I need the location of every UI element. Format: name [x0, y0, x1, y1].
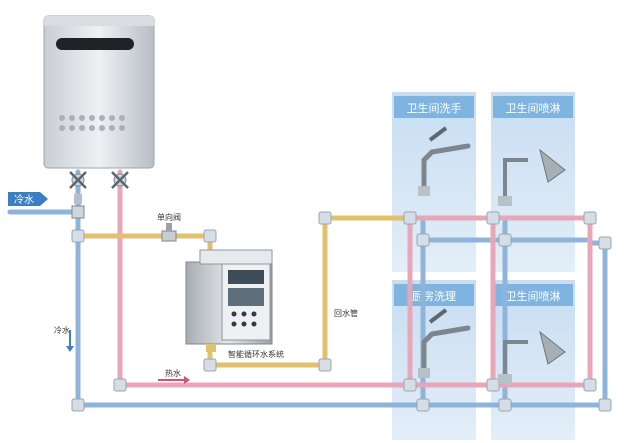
arrow-icon [158, 376, 190, 384]
room-label: 厨房洗理 [412, 290, 456, 303]
cold-water-inlet-label: 冷水 [14, 193, 34, 206]
faucet-icon [418, 126, 471, 196]
room-label-bg [394, 96, 474, 118]
room-label-bg [394, 284, 474, 306]
room-label-bg [493, 284, 573, 306]
check-valve [161, 223, 177, 242]
room-panel-bathroom-wash: 卫生间洗手 [392, 92, 476, 272]
cold-water-vertical-label: 冷水 [54, 325, 70, 335]
faucet-icon [418, 308, 471, 378]
hot-water-label: 热水 [165, 368, 181, 378]
room-label: 卫生间洗手 [407, 101, 462, 115]
arrow-icon [8, 192, 48, 206]
water-heater-icon [43, 15, 155, 169]
room-label: 卫生间喷淋 [506, 289, 561, 303]
valve-icon [71, 194, 85, 219]
shower-head-icon [498, 148, 566, 206]
valve-icon [111, 171, 129, 189]
pipe-fittings [71, 211, 612, 412]
check-valve-label: 单向阀 [157, 212, 181, 222]
shower-head-icon [498, 330, 566, 384]
valve-icon [69, 171, 87, 189]
return-pipe-label: 回水管 [334, 308, 358, 318]
room-panel-kitchen: 厨房洗理 [392, 280, 476, 440]
room-label-bg [493, 96, 573, 118]
arrow-icon [66, 330, 74, 352]
room-label: 卫生间喷淋 [506, 101, 561, 115]
circulation-system-label: 智能循环水系统 [228, 349, 284, 359]
control-box-icon [185, 249, 273, 352]
